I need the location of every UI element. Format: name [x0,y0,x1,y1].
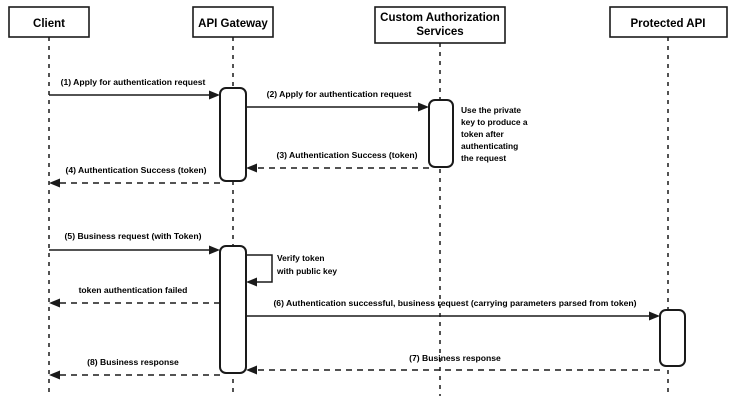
message-arrowhead-5 [209,245,220,255]
participant-label-custom-authorization-services-line1: Custom Authorization [380,12,500,24]
note-private-key-line1: Use the private [461,105,521,115]
message-arrow-self-verify-token[interactable] [246,254,273,283]
message-arrowhead-7 [246,365,257,375]
message-arrowhead-3 [246,163,257,173]
message-label-1: (1) Apply for authentication request [61,77,206,87]
activation-api-gateway-upper [219,87,247,182]
message-label-5: (5) Business request (with Token) [65,231,202,241]
activation-custom-authorization-services [428,99,454,168]
participant-label-custom-authorization-services-line2: Services [416,26,463,38]
participant-label-api-gateway: API Gateway [198,18,268,30]
participant-box-protected-api[interactable] [609,6,728,38]
message-label-token-authentication-failed: token authentication failed [79,285,188,295]
participant-label-client: Client [33,18,65,30]
note-private-key-line2: key to produce a [461,117,528,127]
message-arrowhead-1 [209,90,220,100]
message-arrowhead-self-verify-token [246,277,257,287]
participant-label-protected-api: Protected API [631,18,706,30]
message-label-self-verify-token-line1: Verify token [277,253,324,263]
participant-box-custom-authorization-services[interactable] [374,6,506,44]
message-label-3: (3) Authentication Success (token) [276,150,417,160]
activation-api-gateway-lower [219,245,247,374]
participant-box-client[interactable] [8,6,90,38]
message-arrowhead-2 [418,102,429,112]
message-arrowhead-6 [649,311,660,321]
message-arrowhead-4 [49,178,60,188]
activation-protected-api [659,309,686,367]
message-arrowhead-8 [49,370,60,380]
message-label-4: (4) Authentication Success (token) [65,165,206,175]
message-label-7: (7) Business response [409,353,501,363]
message-label-8: (8) Business response [87,357,179,367]
note-private-key-line3: token after [461,129,505,139]
participant-box-api-gateway[interactable] [192,6,274,38]
message-arrowhead-token-authentication-failed [49,298,60,308]
note-private-key-line4: authenticating [461,141,518,151]
message-label-6: (6) Authentication successful, business … [273,298,636,308]
note-private-key-line5: the request [461,153,506,163]
message-label-2: (2) Apply for authentication request [267,89,412,99]
message-label-self-verify-token-line2: with public key [276,266,337,276]
